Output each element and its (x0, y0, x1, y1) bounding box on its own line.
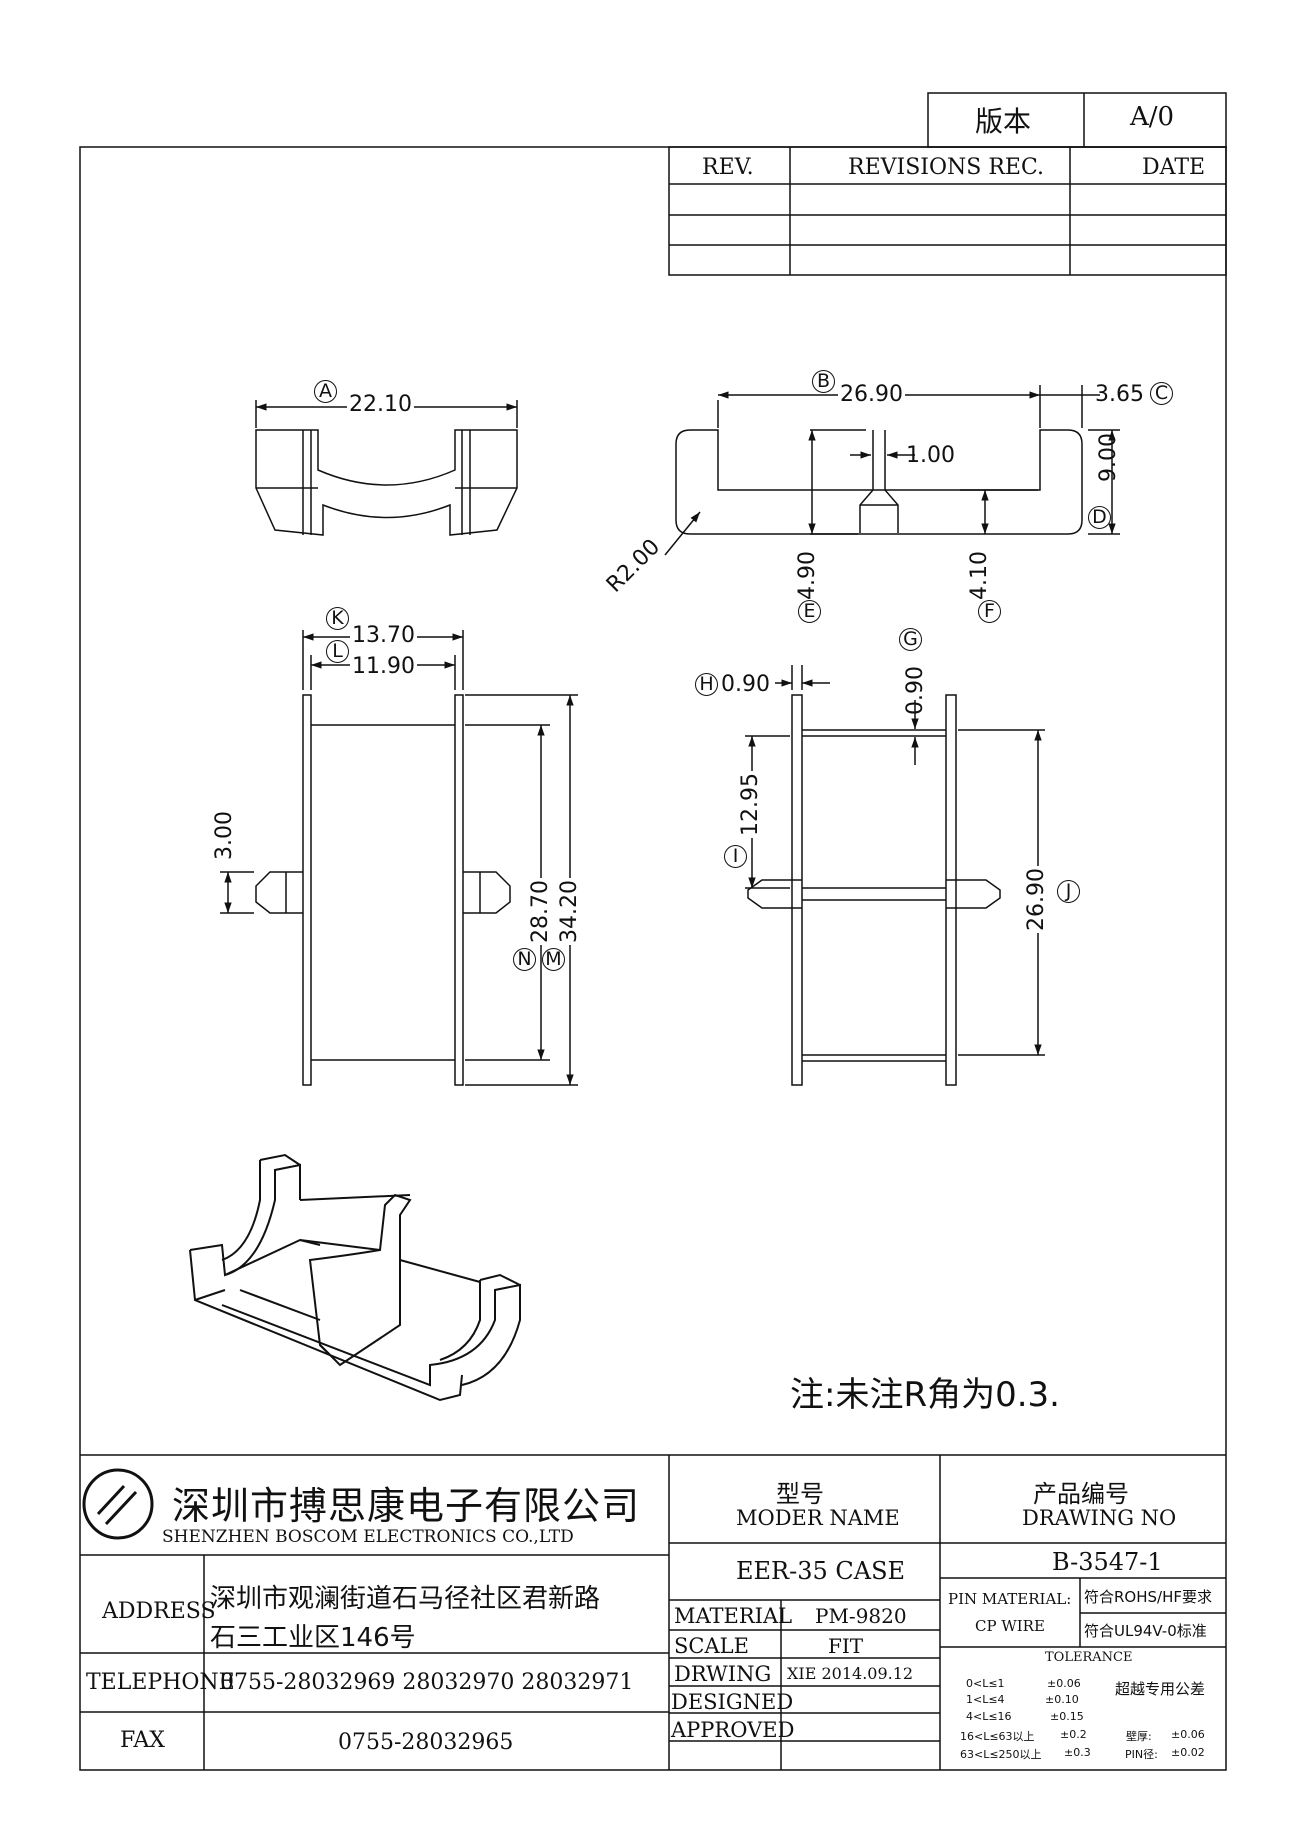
dim-n-marker: N (513, 948, 536, 971)
tolerance-value-5: ±0.3 (1064, 1746, 1091, 1759)
version-box (927, 92, 1227, 148)
drawing-no-value: B-3547-1 (1052, 1548, 1163, 1576)
tolerance-range-2: 1<L≤4 (966, 1693, 1005, 1706)
slot-width-value: 1.00 (906, 443, 955, 468)
wall-thickness-label: 壁厚: (1126, 1730, 1152, 1743)
tolerance-value-2: ±0.10 (1045, 1693, 1079, 1706)
dim-g-marker: G (899, 628, 922, 651)
approved-label: APPROVED (671, 1718, 795, 1742)
tolerance-label: TOLERANCE (1045, 1650, 1133, 1665)
dim-j-value: 26.90 (1024, 866, 1049, 933)
dim-h-marker: H (695, 673, 718, 696)
telephone-label: TELEPHONE (86, 1670, 235, 1695)
dim-j-marker: J (1057, 880, 1080, 903)
material-value: PM-9820 (815, 1604, 907, 1628)
drawing-label: DRWING (674, 1662, 772, 1686)
revisions-rec-header: REVISIONS REC. (848, 155, 1044, 180)
tolerance-range-1: 0<L≤1 (966, 1677, 1005, 1690)
dim-k-marker: K (326, 607, 349, 630)
model-label-en: MODER NAME (736, 1506, 900, 1530)
front-view (664, 385, 1120, 556)
company-name-cn: 深圳市搏思康电子有限公司 (172, 1484, 641, 1528)
dim-d-marker: D (1088, 506, 1111, 529)
drawing-value: XIE 2014.09.12 (787, 1664, 914, 1683)
model-label-cn: 型号 (776, 1480, 824, 1508)
date-header: DATE (1142, 155, 1206, 180)
dim-n-value: 28.70 (528, 878, 553, 945)
drawing-no-label-cn: 产品编号 (1033, 1480, 1129, 1508)
dim-l-value: 11.90 (350, 654, 417, 679)
dim-h-value: 0.90 (721, 672, 770, 697)
dim-e-marker: E (798, 600, 821, 623)
end-view (255, 400, 518, 536)
fax-label: FAX (120, 1728, 165, 1753)
pin-diameter-label: PIN径: (1125, 1748, 1158, 1761)
dim-g-value: 0.90 (903, 666, 928, 715)
pin-diameter-value: ±0.02 (1171, 1746, 1205, 1759)
company-logo-icon (82, 1468, 154, 1540)
dim-a-value: 22.10 (347, 392, 414, 417)
dim-b-value: 26.90 (838, 382, 905, 407)
drawing-note: 注:未注R角为0.3. (790, 1375, 1060, 1415)
tolerance-range-4: 16<L≤63以上 (960, 1730, 1035, 1743)
isometric-view (189, 1153, 521, 1402)
dim-m-marker: M (542, 948, 565, 971)
scale-value: FIT (828, 1634, 864, 1658)
rev-header: REV. (702, 155, 754, 180)
designed-label: DESIGNED (671, 1690, 794, 1714)
dim-b-marker: B (812, 370, 835, 393)
side-view (220, 630, 578, 1086)
sheet-border (79, 146, 1227, 1771)
dim-e-value: 4.90 (795, 551, 820, 600)
title-block-grid (80, 1454, 1226, 1770)
pin-material-value: CP WIRE (975, 1617, 1045, 1635)
dim-i-marker: I (724, 845, 747, 868)
dim-f-marker: F (978, 600, 1001, 623)
revision-table-grid (668, 146, 1227, 276)
scale-label: SCALE (674, 1634, 749, 1658)
fax-value: 0755-28032965 (338, 1730, 514, 1755)
dim-f-value: 4.10 (967, 551, 992, 600)
dim-d-value: 9.00 (1096, 433, 1121, 482)
model-value: EER-35 CASE (736, 1557, 906, 1585)
version-label: 版本 (975, 105, 1032, 138)
tolerance-range-3: 4<L≤16 (966, 1710, 1012, 1723)
dim-k-value: 13.70 (350, 623, 417, 648)
rohs-compliance: 符合ROHS/HF要求 (1084, 1588, 1212, 1606)
drawing-no-label-en: DRAWING NO (1022, 1506, 1177, 1530)
tolerance-value-4: ±0.2 (1060, 1728, 1087, 1741)
top-view (745, 665, 1045, 1086)
tolerance-value-1: ±0.06 (1047, 1677, 1081, 1690)
tolerance-range-5: 63<L≤250以上 (960, 1748, 1042, 1761)
address-label: ADDRESS (102, 1599, 216, 1624)
tolerance-value-3: ±0.15 (1050, 1710, 1084, 1723)
special-tolerance-label: 超越专用公差 (1115, 1680, 1206, 1698)
telephone-value: 0755-28032969 28032970 28032971 (220, 1670, 634, 1695)
dim-i-value: 12.95 (738, 771, 763, 838)
tab-height-value: 3.00 (212, 811, 237, 860)
dim-l-marker: L (326, 640, 349, 663)
ul-compliance: 符合UL94V-0标准 (1084, 1622, 1207, 1640)
dim-m-value: 34.20 (557, 878, 582, 945)
material-label: MATERIAL (674, 1604, 793, 1628)
version-value: A/0 (1130, 102, 1175, 132)
address-line-1: 深圳市观澜街道石马径社区君新路 (210, 1584, 601, 1614)
dim-c-marker: C (1150, 382, 1173, 405)
dim-c-value: 3.65 (1095, 382, 1144, 407)
address-line-2: 石三工业区146号 (210, 1623, 416, 1653)
pin-material-label: PIN MATERIAL: (948, 1590, 1072, 1608)
dim-a-marker: A (314, 380, 337, 403)
wall-thickness-value: ±0.06 (1171, 1728, 1205, 1741)
company-name-en: SHENZHEN BOSCOM ELECTRONICS CO.,LTD (162, 1527, 574, 1547)
